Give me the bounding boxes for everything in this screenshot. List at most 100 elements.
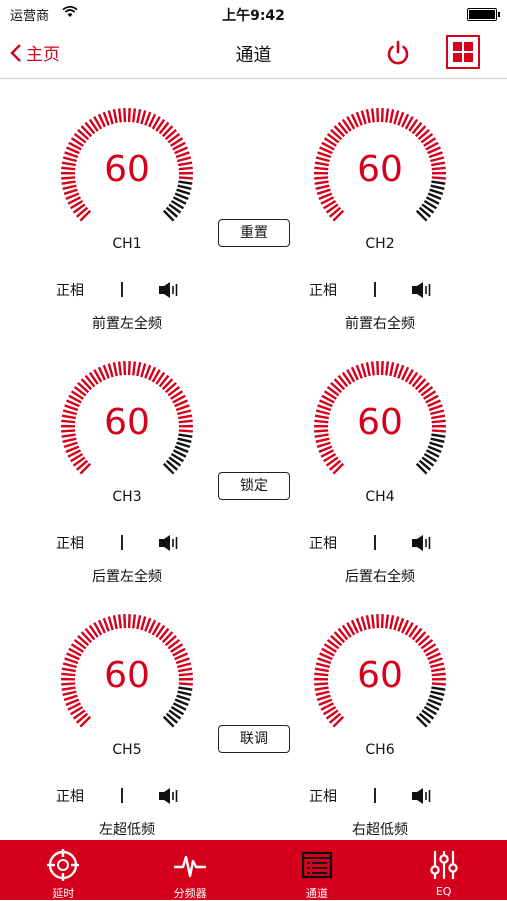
gauge-value: 60 [312,655,448,696]
gauge-tick [137,615,140,629]
gauge-tick [367,362,370,376]
status-bar: 运营商 上午9:42 [0,0,507,28]
lock-button[interactable]: 锁定 [218,472,290,500]
gauge-tick [382,361,383,375]
gauge-tick [372,614,374,628]
tab-label: 延时 [0,885,127,901]
gauge-value: 60 [59,655,195,696]
gauge-tick [133,108,135,122]
channel-ch6: 60 CH6 正相 右超低频 [280,612,480,842]
gauge-tick [137,362,140,376]
gauge-tick [317,190,330,194]
speaker-icon[interactable] [411,281,433,299]
gauge-tick [64,443,77,447]
speaker-icon[interactable] [411,534,433,552]
gauge-tick [114,109,117,123]
gauge-tick [141,111,145,124]
gauge-tick [119,108,121,122]
gauge-tick [104,365,109,378]
gauge-tick [177,443,190,447]
gauge-tick [394,364,398,377]
channel-id: CH1 [27,236,227,252]
gauge-tick [124,361,125,375]
divider [121,788,123,803]
gauge-tick [114,615,117,629]
gauge-tick [357,112,362,125]
tab-label: 通道 [254,885,381,901]
gauge-tick [141,617,145,630]
gauge-tick [317,696,330,700]
gauge-tick [386,108,388,122]
link-button[interactable]: 联调 [218,725,290,753]
gauge-value: 60 [59,149,195,190]
phase-toggle[interactable]: 正相 [309,533,337,553]
reset-button[interactable]: 重置 [218,219,290,247]
gauge-tick [394,617,398,630]
gauge-tick [129,361,130,375]
channel-ch5: 60 CH5 正相 左超低频 [27,612,227,842]
gauge-tick [141,364,145,377]
grid-menu-button[interactable] [446,35,480,69]
gauge-tick [104,112,109,125]
gauge-tick [362,111,366,124]
phase-toggle[interactable]: 正相 [56,280,84,300]
tab-eq[interactable]: EQ [380,840,507,900]
gauge-tick [357,618,362,631]
gauge-tick [377,614,378,628]
crosshair-icon [46,848,80,882]
page-title: 通道 [0,41,507,67]
pulse-icon [173,848,207,882]
power-icon[interactable] [384,39,412,67]
phase-toggle[interactable]: 正相 [56,786,84,806]
list-icon [300,848,334,882]
tab-crossover[interactable]: 分频器 [127,840,254,900]
divider [374,535,376,550]
gauge-value: 60 [312,402,448,443]
phase-toggle[interactable]: 正相 [309,280,337,300]
gauge-tick [137,109,140,123]
channel-id: CH6 [280,742,480,758]
speaker-icon[interactable] [158,787,180,805]
gauge-tick [119,361,121,375]
gauge-tick [145,618,150,631]
divider [374,788,376,803]
speaker-icon[interactable] [158,534,180,552]
gauge-tick [133,614,135,628]
channel-ch4: 60 CH4 正相 后置右全频 [280,359,480,589]
gauge-tick [104,618,109,631]
gauge-tick [114,362,117,376]
battery-icon [467,8,497,21]
channel-id: CH4 [280,489,480,505]
tab-channel[interactable]: 通道 [254,840,381,900]
gauge-tick [145,365,150,378]
tab-delay[interactable]: 延时 [0,840,127,900]
phase-toggle[interactable]: 正相 [56,533,84,553]
gauge-tick [382,614,383,628]
gauge-tick [398,365,403,378]
tab-bar: 延时 分频器 通道 EQ [0,840,507,900]
gauge-tick [430,190,443,194]
gauge-tick [129,614,130,628]
gauge-tick [372,361,374,375]
gauge-tick [357,365,362,378]
phase-toggle[interactable]: 正相 [309,786,337,806]
gauge-tick [367,615,370,629]
channel-name: 后置左全频 [27,566,227,586]
gauge-tick [394,111,398,124]
gauge-tick [109,364,113,377]
divider [121,282,123,297]
channel-id: CH3 [27,489,227,505]
gauge-tick [367,109,370,123]
gauge-tick [430,696,443,700]
gauge-tick [317,443,330,447]
speaker-icon[interactable] [158,281,180,299]
gauge-tick [362,617,366,630]
speaker-icon[interactable] [411,787,433,805]
channel-name: 前置右全频 [280,313,480,333]
gauge-tick [124,614,125,628]
gauge-tick [372,108,374,122]
channel-ch3: 60 CH3 正相 后置左全频 [27,359,227,589]
gauge-tick [177,696,190,700]
gauge-tick [430,443,443,447]
tab-label: 分频器 [127,885,254,901]
